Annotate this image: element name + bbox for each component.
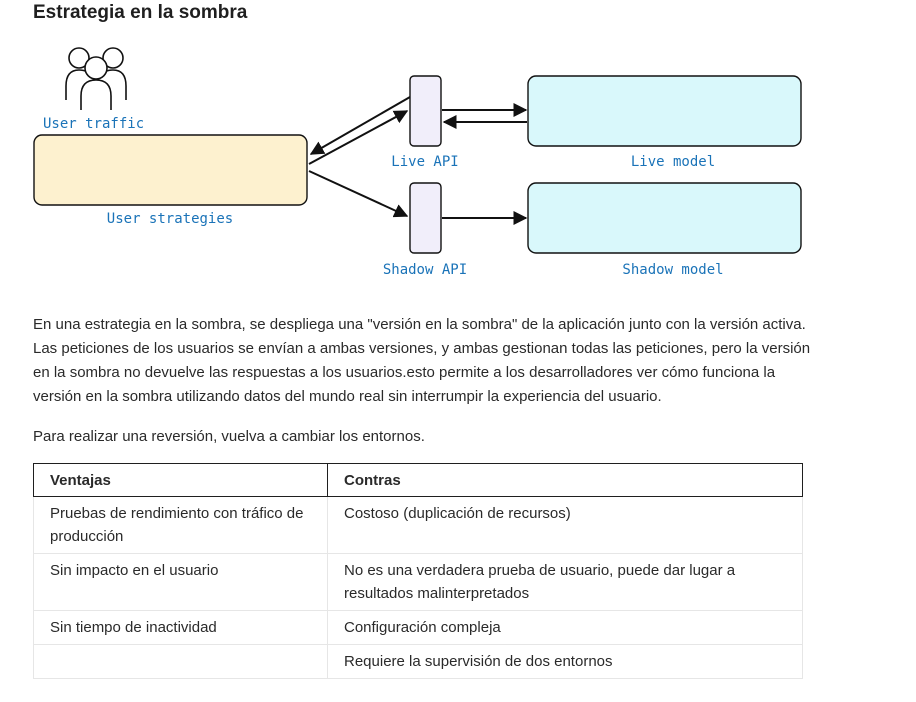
shadow-model-box: [527, 182, 802, 254]
shadow-api-box: [409, 182, 442, 254]
table-row: Requiere la supervisión de dos entornos: [33, 644, 803, 679]
header-cons: Contras: [327, 463, 803, 497]
live-model-box: [527, 75, 802, 147]
header-pros: Ventajas: [33, 463, 328, 497]
users-icon: [65, 47, 127, 110]
shadow-api-label: Shadow API: [383, 262, 467, 278]
arrow-live-api-to-strategies: [309, 96, 411, 155]
table-header-row: Ventajas Contras: [33, 463, 803, 497]
user-strategies-label: User strategies: [107, 211, 233, 227]
table-cell: No es una verdadera prueba de usuario, p…: [327, 553, 803, 611]
description-paragraph: En una estrategia en la sombra, se despl…: [33, 316, 811, 405]
user-traffic-label: User traffic: [43, 116, 144, 132]
table-cell: Costoso (duplicación de recursos): [327, 496, 803, 554]
user-strategies-box: [33, 134, 308, 206]
table-cell: Sin impacto en el usuario: [33, 553, 328, 611]
pros-cons-table: Ventajas Contras Pruebas de rendimiento …: [33, 463, 803, 679]
rollback-paragraph: Para realizar una reversión, vuelva a ca…: [33, 428, 425, 445]
live-api-box: [409, 75, 442, 147]
live-api-label: Live API: [391, 154, 458, 170]
table-cell: Sin tiempo de inactividad: [33, 610, 328, 645]
page-title: Estrategia en la sombra: [33, 2, 248, 23]
table-row: Pruebas de rendimiento con tráfico de pr…: [33, 496, 803, 554]
shadow-strategy-diagram: User traffic User strategies Live API Li…: [33, 47, 802, 278]
arrow-strategies-to-shadow-api: [308, 170, 409, 218]
table-cell: Requiere la supervisión de dos entornos: [327, 644, 803, 679]
shadow-model-label: Shadow model: [622, 262, 723, 278]
table-cell: Configuración compleja: [327, 610, 803, 645]
table-row: Sin tiempo de inactividad Configuración …: [33, 610, 803, 645]
table-row: Sin impacto en el usuario No es una verd…: [33, 553, 803, 611]
table-cell: [33, 644, 328, 679]
live-model-label: Live model: [631, 154, 715, 170]
arrow-strategies-to-live-api: [308, 110, 409, 165]
table-cell: Pruebas de rendimiento con tráfico de pr…: [33, 496, 328, 554]
